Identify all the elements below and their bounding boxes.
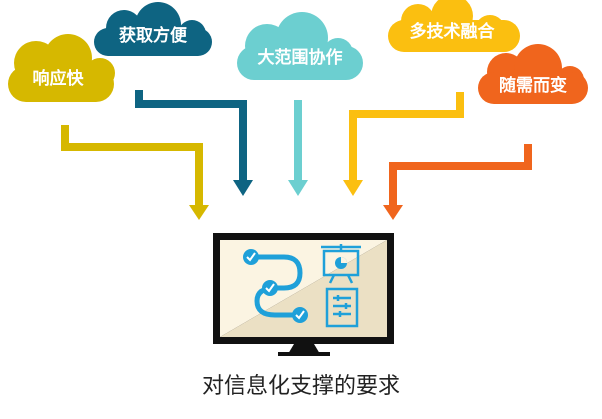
cloud-tech-fusion: 多技术融合: [388, 0, 520, 52]
monitor: [213, 233, 394, 356]
arrow-responsive: [61, 125, 209, 220]
cloud-shape: [94, 2, 212, 56]
cloud-shape: [388, 0, 520, 52]
monitor-neck: [288, 344, 320, 354]
cloud-shape: [8, 34, 115, 102]
cloud-responsive: 响应快: [8, 34, 115, 102]
cloud-on-demand: 随需而变: [478, 44, 588, 104]
diagram-caption: 对信息化支撑的要求: [201, 374, 400, 399]
presentation-board-icon: [321, 244, 361, 284]
cloud-label: 响应快: [33, 68, 85, 89]
monitor-stand: [278, 352, 330, 356]
arrow-tech-fusion: [343, 92, 464, 196]
arrow-collaboration: [288, 100, 308, 196]
cloud-label: 多技术融合: [410, 21, 496, 42]
arrow-easy-access: [135, 90, 253, 196]
cloud-label: 大范围协作: [258, 47, 343, 68]
cloud-easy-access: 获取方便: [94, 2, 212, 56]
cloud-shape: [237, 12, 363, 80]
cloud-collaboration: 大范围协作: [237, 12, 363, 80]
cloud-label: 随需而变: [499, 75, 567, 96]
cloud-label: 获取方便: [119, 25, 188, 46]
checklist-path-icon: [243, 249, 308, 323]
arrow-on-demand: [383, 144, 532, 220]
document-lines-icon: [325, 287, 359, 328]
cloud-shape: [478, 44, 588, 104]
